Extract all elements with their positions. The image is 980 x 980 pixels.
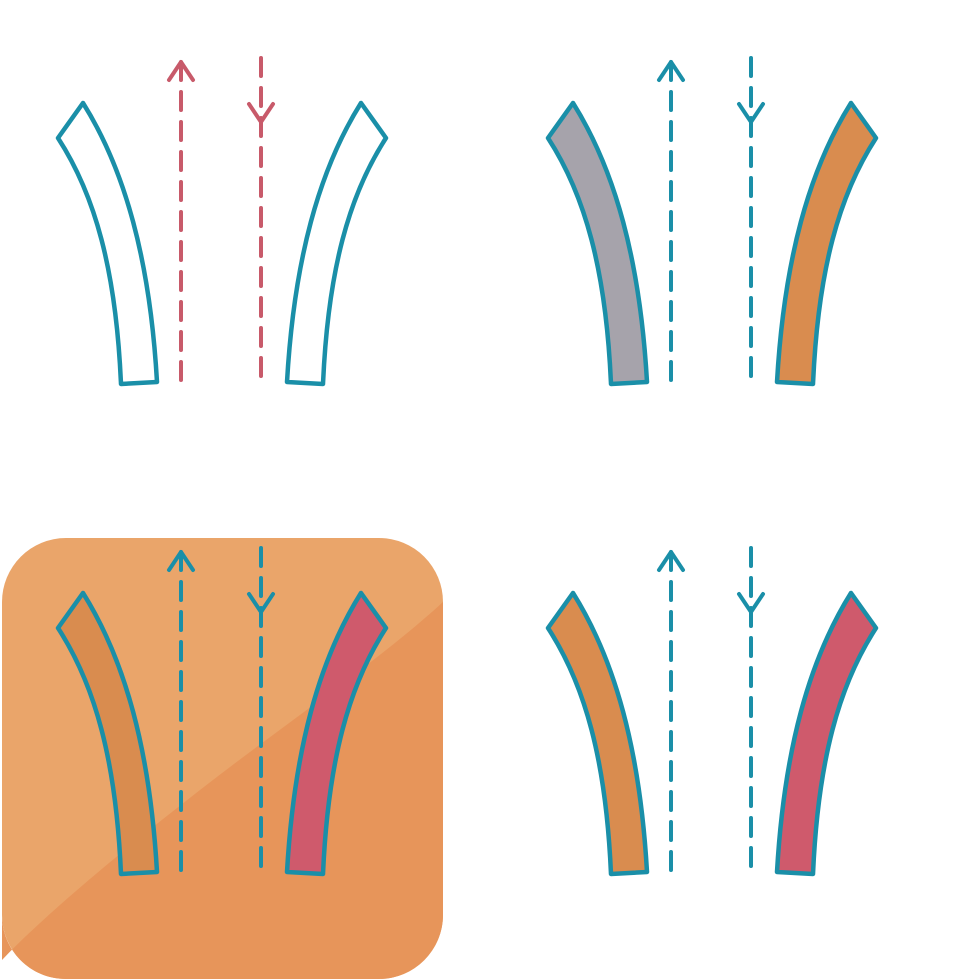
two-way-road-icon-outline	[0, 0, 490, 490]
two-way-road-icon-graphic	[55, 56, 389, 387]
down-arrow-icon	[737, 592, 765, 614]
two-way-road-icon-graphic	[545, 56, 879, 387]
up-arrow-icon	[167, 550, 195, 572]
down-arrow-icon	[737, 102, 765, 124]
right-road-lane	[284, 590, 389, 877]
down-arrow-icon	[247, 102, 275, 124]
two-way-road-icon-graphic	[2, 538, 443, 979]
two-way-road-icon-graphic	[545, 546, 879, 877]
two-way-road-icon-orange-red	[490, 490, 980, 980]
left-road-lane	[55, 590, 160, 877]
up-arrow-icon	[657, 60, 685, 82]
two-way-road-icon-badge	[0, 490, 490, 980]
right-road-lane	[774, 590, 879, 877]
right-road-lane	[284, 100, 389, 387]
left-road-lane	[55, 100, 160, 387]
up-arrow-icon	[167, 60, 195, 82]
two-way-road-icon-gray-orange	[490, 0, 980, 490]
left-road-lane	[545, 100, 650, 387]
up-arrow-icon	[657, 550, 685, 572]
right-road-lane	[774, 100, 879, 387]
down-arrow-icon	[247, 592, 275, 614]
left-road-lane	[545, 590, 650, 877]
